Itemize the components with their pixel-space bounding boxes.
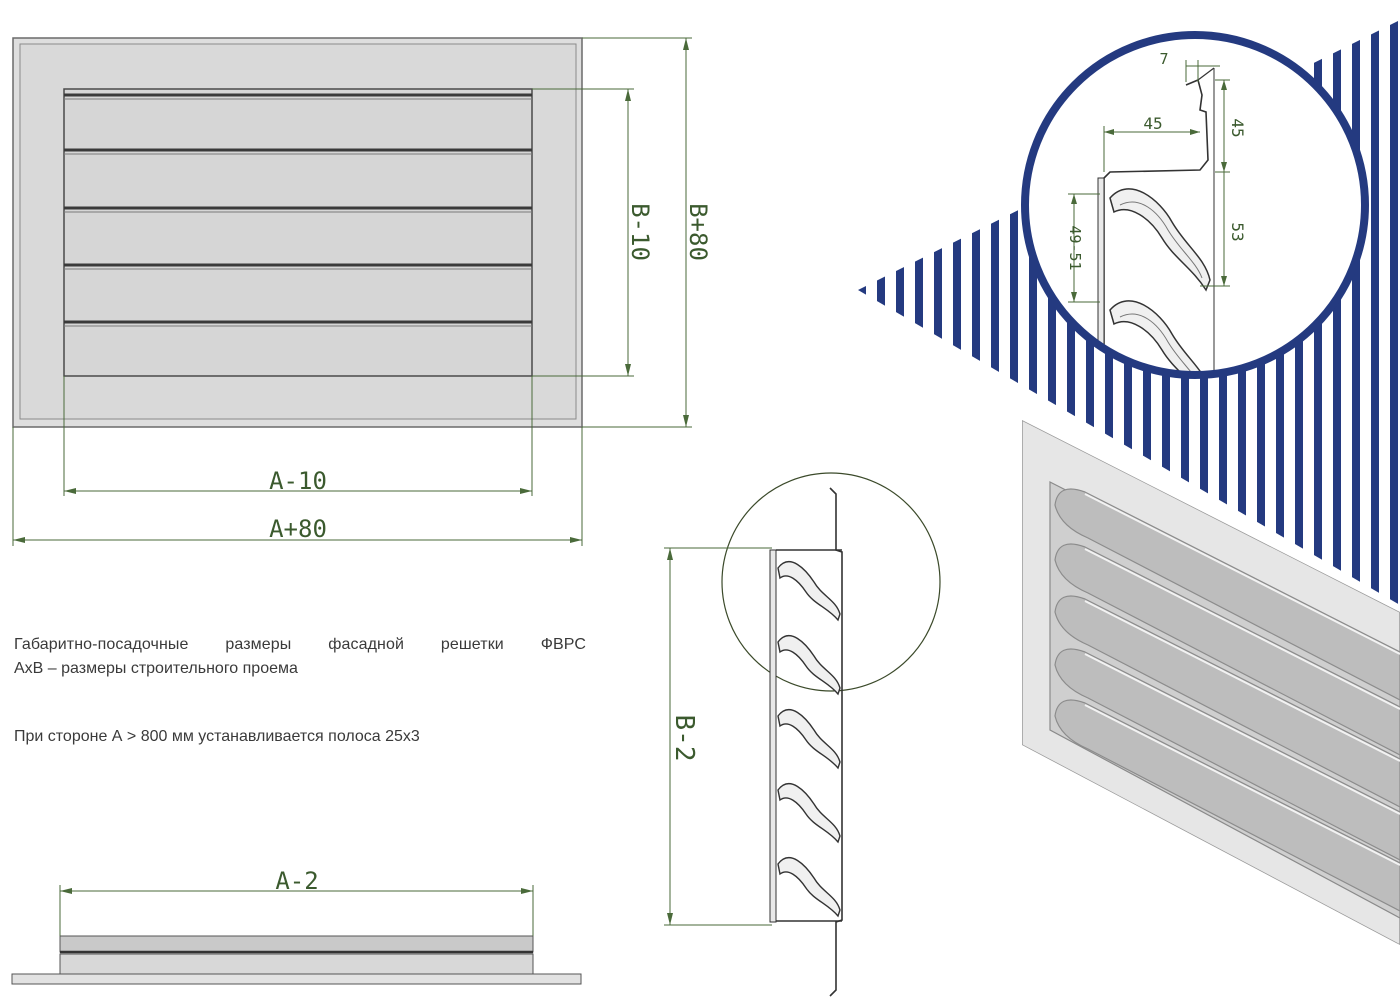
side-section-drawing bbox=[721, 472, 941, 997]
dim-label-a-minus-2: A-2 bbox=[275, 867, 318, 895]
detail-dim-45-horizontal: 45 bbox=[1143, 114, 1162, 133]
front-view-dimensions bbox=[12, 37, 692, 546]
caption-strip-note: При стороне А > 800 мм устанавливается п… bbox=[14, 728, 420, 745]
dim-label-b-minus-2: B-2 bbox=[669, 715, 699, 762]
isometric-grille-render bbox=[1022, 420, 1400, 945]
dim-label-a-minus-10: A-10 bbox=[269, 467, 327, 495]
caption-opening-size: АхВ – размеры строительного проема bbox=[14, 660, 298, 677]
caption-title: Габаритно-посадочные размеры фасадной ре… bbox=[14, 636, 586, 653]
dim-label-b-minus-10: B-10 bbox=[626, 203, 654, 261]
front-view-drawing bbox=[12, 37, 583, 428]
dim-label-a-plus-80: A+80 bbox=[269, 515, 327, 543]
detail-dim-45-vertical: 45 bbox=[1228, 118, 1247, 137]
detail-dim-7: 7 bbox=[1159, 50, 1168, 68]
louver-blades bbox=[64, 93, 532, 324]
dim-label-b-plus-80: B+80 bbox=[684, 203, 712, 261]
detail-dim-53: 53 bbox=[1228, 222, 1247, 241]
profile-detail-circle: 7 45 45 53 49-51 bbox=[1021, 31, 1369, 379]
detail-dim-49-51: 49-51 bbox=[1066, 225, 1084, 270]
top-view-drawing bbox=[11, 935, 582, 985]
